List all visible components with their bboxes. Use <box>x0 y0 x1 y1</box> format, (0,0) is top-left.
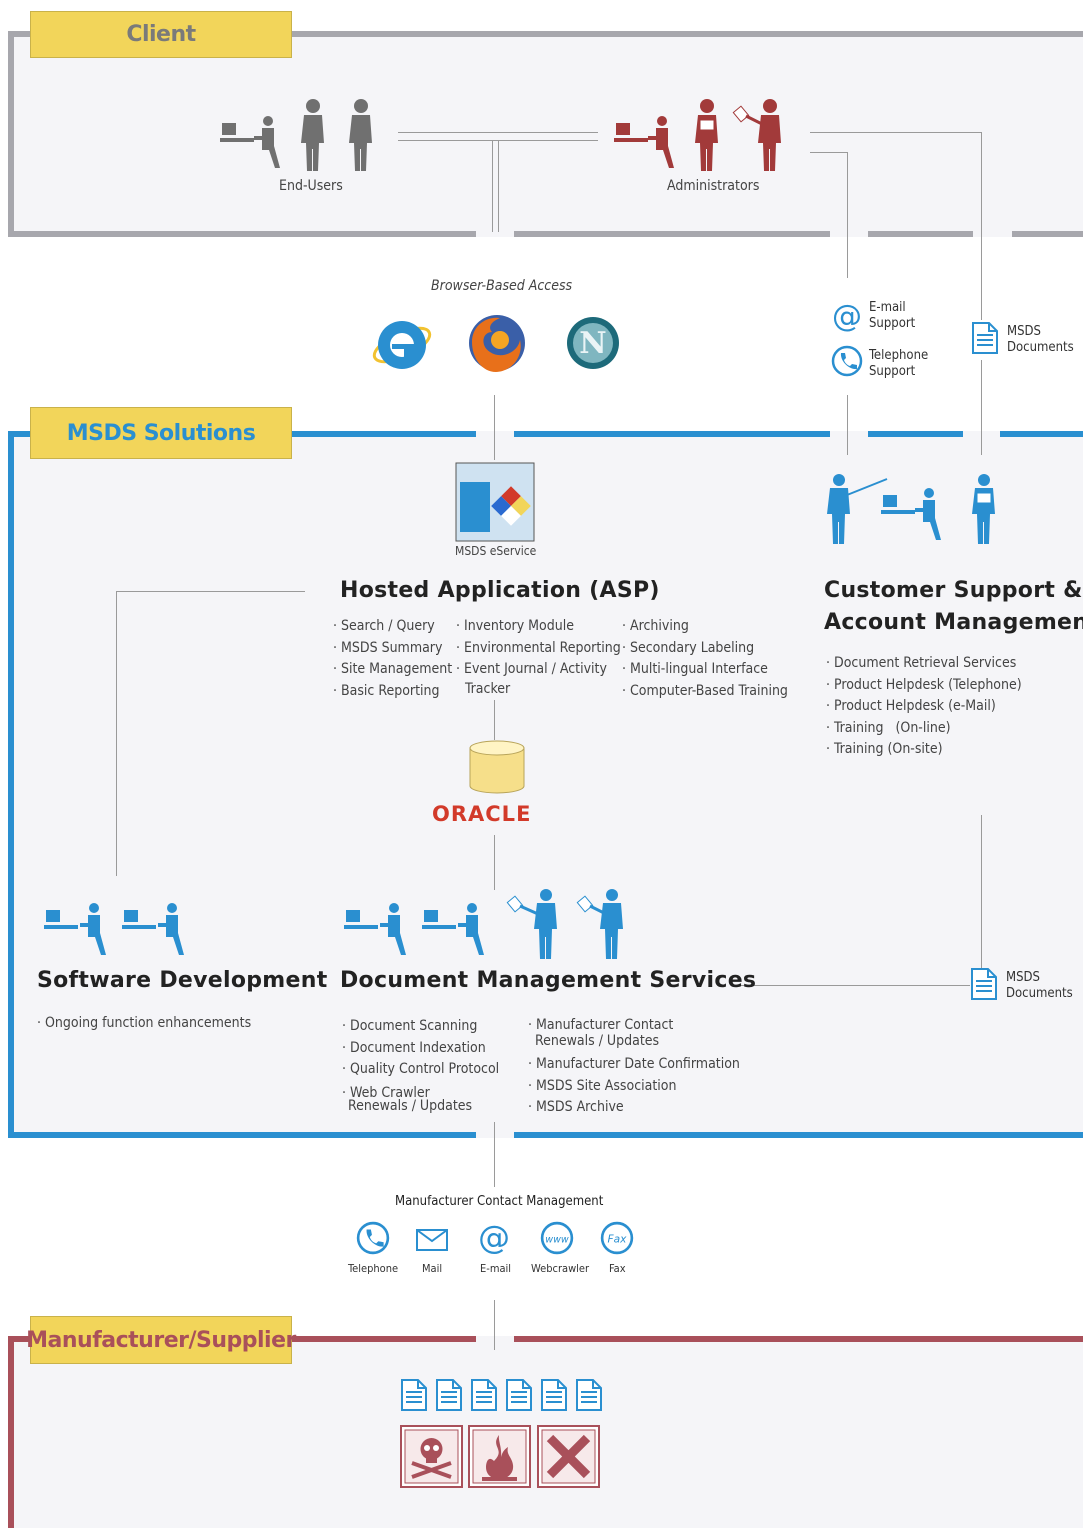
list-item: Document Indexation <box>342 1038 499 1060</box>
browser-access-label: Browser-Based Access <box>431 278 573 294</box>
hosted-col1-list: Search / Query MSDS Summary Site Managem… <box>333 616 452 702</box>
hosted-application-title: Hosted Application (ASP) <box>340 578 660 603</box>
database-icon <box>469 740 525 794</box>
list-item: Web Crawler <box>342 1084 499 1102</box>
hosted-col2-list: Inventory Module Environmental Reporting… <box>456 616 621 681</box>
msds-eservice-icon[interactable] <box>455 462 535 542</box>
msds-documents-icon-top <box>972 322 998 354</box>
list-item: Training (On-line) <box>826 718 1022 740</box>
mail-icon[interactable] <box>416 1229 448 1251</box>
docmgmt-col2-first: Manufacturer Contact <box>528 1016 673 1034</box>
list-item: Manufacturer Date Confirmation <box>528 1054 740 1076</box>
msds-documents-icon-bottom <box>971 968 997 1000</box>
hosted-col3-list: Archiving Secondary Labeling Multi-lingu… <box>622 616 788 702</box>
list-item: MSDS Site Association <box>528 1076 740 1098</box>
list-item: Manufacturer Contact <box>528 1016 673 1034</box>
document-stack-icons <box>401 1379 602 1411</box>
svg-text:@: @ <box>478 1219 510 1257</box>
svg-text:www: www <box>545 1234 569 1245</box>
list-item: Document Scanning <box>342 1016 499 1038</box>
docmgmt-col1-continuation: Renewals / Updates <box>348 1098 473 1114</box>
fax-icon[interactable]: Fax <box>600 1221 634 1255</box>
list-item: Quality Control Protocol <box>342 1059 499 1081</box>
docmgmt-col1-list: Document Scanning Document Indexation Qu… <box>342 1016 499 1102</box>
administrators-group-icon <box>614 99 781 171</box>
document-management-title: Document Management Services <box>340 968 757 993</box>
contact-label-email: E-mail <box>480 1262 512 1275</box>
telephone-icon[interactable] <box>356 1221 390 1255</box>
oracle-logo: ORACLE <box>432 802 532 826</box>
document-management-team-icon <box>344 889 623 959</box>
list-item: MSDS Summary <box>333 638 452 660</box>
software-development-team-icon <box>44 903 184 955</box>
telephone-support-text: Telephone Support <box>869 348 929 379</box>
hosted-col2-continuation: Tracker <box>465 681 511 697</box>
list-item: Product Helpdesk (e-Mail) <box>826 696 1022 718</box>
software-development-list: Ongoing function enhancements <box>37 1013 251 1035</box>
list-item: Ongoing function enhancements <box>37 1013 251 1035</box>
list-item: Basic Reporting <box>333 681 452 703</box>
contact-label-mail: Mail <box>422 1262 443 1275</box>
list-item: Site Management <box>333 659 452 681</box>
list-item: Document Retrieval Services <box>826 653 1022 675</box>
client-zone <box>8 31 1083 237</box>
msds-solutions-zone-label: MSDS Solutions <box>30 407 292 459</box>
webcrawler-icon[interactable]: www <box>540 1221 574 1255</box>
contact-label-fax: Fax <box>609 1262 626 1275</box>
email-support-icon: @ <box>832 299 862 334</box>
msds-documents-label-bottom: MSDS Documents <box>1006 970 1076 1002</box>
list-item: Secondary Labeling <box>622 638 788 660</box>
contact-label-webcrawler: Webcrawler <box>531 1262 590 1275</box>
list-item: Inventory Module <box>456 616 621 638</box>
customer-support-title-line2: Account Management <box>824 610 1083 635</box>
list-item: MSDS Archive <box>528 1097 740 1119</box>
msds-documents-text-top: MSDS Documents <box>1007 324 1074 355</box>
end-users-label: End-Users <box>279 178 343 194</box>
client-zone-label: Client <box>30 11 292 58</box>
internet-explorer-icon[interactable] <box>372 312 432 374</box>
flammable-hazard-icon <box>468 1425 531 1488</box>
list-item: Computer-Based Training <box>622 681 788 703</box>
harmful-hazard-icon <box>537 1425 600 1488</box>
contact-management-title: Manufacturer Contact Management <box>395 1194 604 1209</box>
customer-support-title-line1: Customer Support & <box>824 578 1083 603</box>
list-item: Training (On-site) <box>826 739 1022 761</box>
list-item: Product Helpdesk (Telephone) <box>826 675 1022 697</box>
netscape-icon[interactable]: N <box>565 315 621 371</box>
email-icon[interactable]: @ <box>477 1219 511 1257</box>
firefox-icon[interactable] <box>466 312 528 374</box>
msds-documents-label-top: MSDS Documents <box>1007 324 1077 356</box>
docmgmt-col2-list: Manufacturer Date Confirmation MSDS Site… <box>528 1054 740 1119</box>
software-development-title: Software Development <box>37 968 328 993</box>
list-item: Multi-lingual Interface <box>622 659 788 681</box>
toxic-hazard-icon <box>400 1425 463 1488</box>
email-support-label: E-mail Support <box>869 300 929 332</box>
svg-text:@: @ <box>832 299 862 334</box>
customer-support-list: Document Retrieval Services Product Help… <box>826 653 1022 761</box>
administrators-label: Administrators <box>667 178 760 194</box>
contact-label-telephone: Telephone <box>348 1262 399 1275</box>
customer-support-team-icon <box>827 474 995 544</box>
docmgmt-col2-continuation: Renewals / Updates <box>535 1033 660 1049</box>
telephone-support-icon <box>831 345 863 377</box>
msds-eservice-caption: MSDS eService <box>455 544 537 558</box>
list-item: Archiving <box>622 616 788 638</box>
list-item: Environmental Reporting <box>456 638 621 660</box>
svg-text:Fax: Fax <box>608 1232 628 1245</box>
manufacturer-zone-label: Manufacturer/Supplier <box>26 1316 296 1364</box>
telephone-support-label: Telephone Support <box>869 348 939 380</box>
email-support-text: E-mail Support <box>869 300 916 331</box>
msds-documents-text-bottom: MSDS Documents <box>1006 970 1073 1001</box>
list-item: Search / Query <box>333 616 452 638</box>
svg-text:N: N <box>579 326 606 361</box>
end-users-group-icon <box>220 99 372 171</box>
list-item: Event Journal / Activity <box>456 659 621 681</box>
